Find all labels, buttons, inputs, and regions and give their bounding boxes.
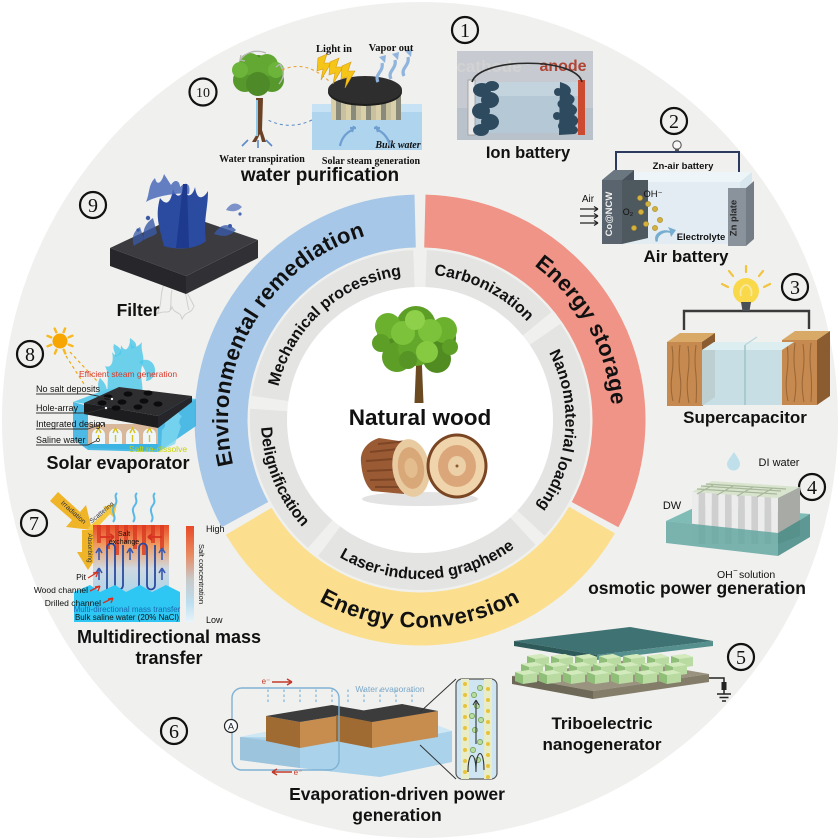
svg-text:O₂: O₂ [623,207,634,217]
svg-text:9: 9 [88,195,98,217]
svg-text:Salt re-dissolve: Salt re-dissolve [129,444,187,454]
svg-text:nanogenerator: nanogenerator [542,735,661,754]
svg-text:anode: anode [539,58,586,75]
svg-text:Evaporation-driven power: Evaporation-driven power [289,784,505,804]
svg-text:Filter: Filter [117,300,160,320]
svg-text:Multidirectional mass: Multidirectional mass [77,627,261,647]
svg-text:osmotic power generation: osmotic power generation [588,578,806,598]
svg-text:Salt: Salt [118,531,130,538]
svg-text:exchange: exchange [109,539,139,546]
svg-text:Solar steam generation: Solar steam generation [322,156,421,167]
svg-text:Zn-air battery: Zn-air battery [653,161,714,172]
svg-text:Natural wood: Natural wood [349,405,492,430]
svg-text:Drilled channel: Drilled channel [45,598,101,608]
svg-text:Bulk saline water (20% NaCl): Bulk saline water (20% NaCl) [75,613,179,622]
svg-text:Efficient steam generation: Efficient steam generation [79,369,177,379]
svg-text:Supercapacitor: Supercapacitor [683,408,807,427]
svg-text:High: High [206,524,225,534]
svg-text:Water transpiration: Water transpiration [219,154,305,165]
svg-text:solution: solution [739,569,775,581]
svg-text:Electrolyte: Electrolyte [677,232,726,243]
svg-text:Hole-array: Hole-array [36,403,79,413]
svg-text:Bulk water: Bulk water [374,140,420,151]
svg-text:generation: generation [352,805,441,825]
svg-text:Salt concentration: Salt concentration [197,544,206,604]
svg-text:No salt deposits: No salt deposits [36,384,101,394]
svg-text:−: − [733,566,738,575]
svg-text:e⁻: e⁻ [262,677,271,686]
svg-text:Saline water: Saline water [36,435,86,445]
svg-text:Vapor out: Vapor out [369,43,414,54]
svg-text:Low: Low [206,615,223,625]
svg-text:5: 5 [736,647,746,669]
svg-text:Co@NCW: Co@NCW [604,192,615,237]
svg-text:Air: Air [582,194,595,205]
svg-text:1: 1 [460,20,470,42]
svg-text:Water evaporation: Water evaporation [355,684,424,694]
svg-text:8: 8 [25,344,35,366]
svg-text:Triboelectric: Triboelectric [551,714,652,733]
svg-text:Absorbing: Absorbing [86,533,93,563]
svg-text:Solar evaporator: Solar evaporator [46,453,189,473]
svg-text:10: 10 [196,86,210,101]
svg-text:Wood channel: Wood channel [34,585,88,595]
svg-text:Ion battery: Ion battery [486,144,571,162]
svg-text:e⁻: e⁻ [294,768,303,777]
svg-text:OH⁻: OH⁻ [643,189,662,200]
svg-text:3: 3 [790,277,800,299]
svg-text:DI water: DI water [759,457,800,469]
svg-text:Integrated design: Integrated design [36,419,106,429]
svg-text:6: 6 [169,721,179,743]
svg-text:Zn plate: Zn plate [729,200,740,236]
svg-text:cathode: cathode [456,57,521,76]
svg-text:7: 7 [29,513,39,535]
svg-text:Air battery: Air battery [643,247,729,266]
svg-text:2: 2 [669,111,679,133]
svg-text:4: 4 [807,477,817,499]
svg-text:Multi-directional mass transfe: Multi-directional mass transfer [74,605,181,614]
svg-text:OH: OH [717,569,733,581]
svg-text:A: A [228,722,234,732]
svg-text:transfer: transfer [135,648,202,668]
svg-text:Pit: Pit [76,572,87,582]
svg-text:DW: DW [663,500,682,512]
svg-text:water purification: water purification [240,165,399,186]
svg-text:Light in: Light in [316,44,352,55]
